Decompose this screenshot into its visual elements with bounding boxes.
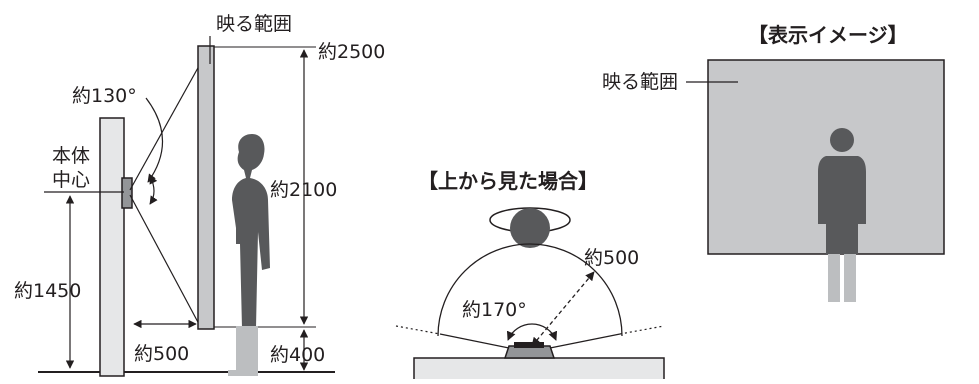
person-side-silhouette [228,134,270,376]
mount-height-label: 約1450 [14,280,81,302]
dotted-extension-left [395,325,441,335]
side-view: 映る範囲 約130° 本体 中心 約1450 約500 約2500 約2100 … [14,13,385,377]
fov-line-bottom [129,194,201,327]
display-image-title: 【表示イメージ】 [748,23,908,47]
range-height-label: 約2100 [270,179,337,201]
head-top-view [510,208,550,248]
person-front-silhouette [818,128,866,302]
wall-post [99,117,125,377]
unit-center-label-1: 本体 [52,145,90,167]
unit-side-line-right [549,333,621,349]
unit-top-view [503,345,556,359]
view-angle-arc [149,175,158,205]
range-label: 映る範囲 [216,13,292,35]
height-top-label: 約2500 [318,41,385,63]
door-station-unit [121,177,133,209]
unit-lens-top-view [514,342,544,348]
fov-line-top [129,47,210,191]
radius-label: 約500 [584,247,639,269]
range-panel [197,45,215,330]
distance-label: 約500 [134,343,189,365]
wall-top-view [413,357,665,383]
radius-dimension [531,271,595,347]
display-range-label: 映る範囲 [602,71,678,93]
top-angle-arc [506,323,558,341]
unit-side-line-left [439,333,510,349]
view-range-semicircle [437,243,623,337]
top-angle-label: 約170° [462,299,527,321]
bottom-gap-label: 約400 [270,344,325,366]
top-view: 【上から見た場合】 約500 約170° [395,169,665,383]
dotted-extension-right [619,325,665,335]
display-image-view: 【表示イメージ】 映る範囲 [602,23,945,302]
view-angle-leader [145,97,164,183]
top-view-title: 【上から見た場合】 [418,169,598,193]
view-angle-label: 約130° [72,85,137,107]
unit-center-label-2: 中心 [52,169,90,191]
